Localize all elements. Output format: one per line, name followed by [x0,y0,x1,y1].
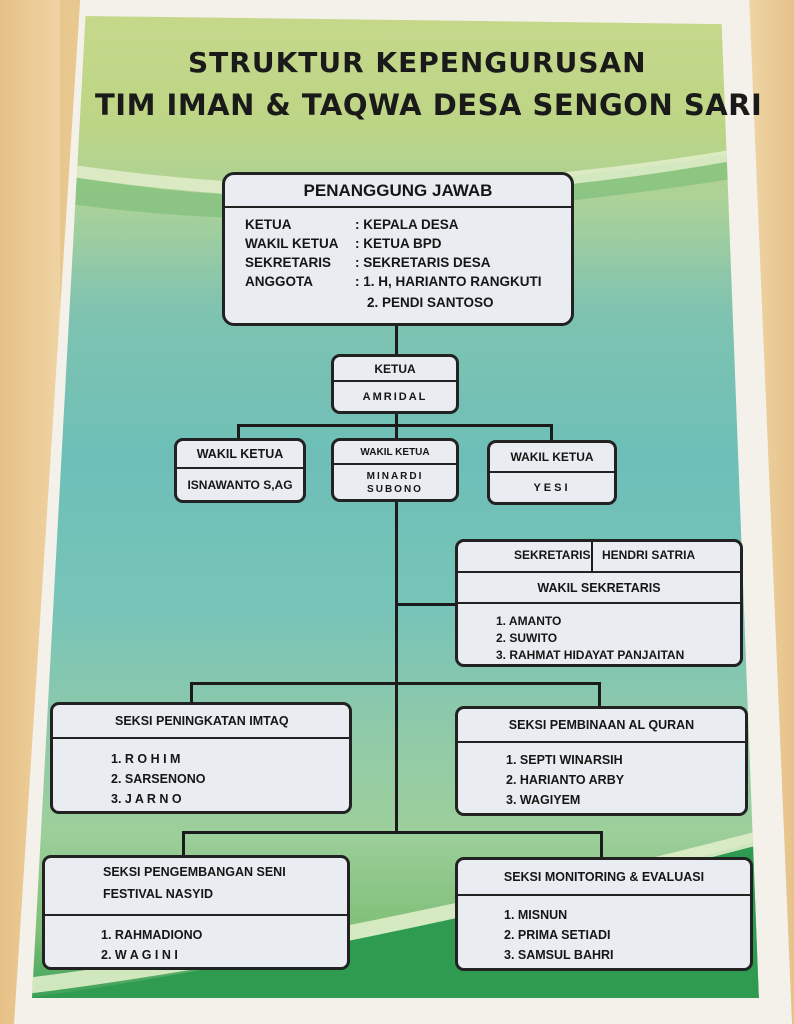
seksi-peningkatan-imtaq-box: SEKSI PENINGKATAN IMTAQ 1. R O H I M 2. … [50,702,352,814]
wakil-ketua-box-2: WAKIL KETUA MINARDI SUBONO [331,438,459,502]
wakil-sekretaris-header: WAKIL SEKRETARIS [458,573,740,604]
sekretaris-divider [591,542,593,571]
seksi-1-member-2: 2. SARSENONO [111,772,206,786]
seksi-3-member-2: 2. W A G I N I [101,948,178,962]
seksi-2-member-2: 2. HARIANTO ARBY [506,773,625,787]
pj-role-wakil-ketua: WAKIL KETUA [245,236,339,251]
pj-value-ketua: : KEPALA DESA [355,217,459,232]
sekretaris-header-row: SEKRETARIS HENDRI SATRIA [458,542,740,573]
seksi-1-member-1: 1. R O H I M [111,752,181,766]
seksi-2-header: SEKSI PEMBINAAN AL QURAN [458,709,745,743]
wakil-ketua-2-name: MINARDI [366,471,424,482]
seksi-3-member-1: 1. RAHMADIONO [101,928,203,942]
connector-ketua-down [395,412,398,834]
ketua-header: KETUA [334,357,456,382]
pj-role-ketua: KETUA [245,217,292,232]
wakil-ketua-3-header: WAKIL KETUA [490,443,614,473]
seksi-pengembangan-seni-box: SEKSI PENGEMBANGAN SENI FESTIVAL NASYID … [42,855,350,970]
ketua-box: KETUA AMRIDAL [331,354,459,414]
seksi-pembinaan-al-quran-box: SEKSI PEMBINAAN AL QURAN 1. SEPTI WINARS… [455,706,748,816]
wakil-sekretaris-member-3: 3. RAHMAT HIDAYAT PANJAITAN [496,648,685,662]
pj-value-anggota-1: : 1. H, HARIANTO RANGKUTI [355,274,542,289]
sekretaris-name: HENDRI SATRIA [602,548,696,562]
decorative-swoosh-top [31,148,759,220]
ketua-name: AMRIDAL [362,391,428,403]
connector-sekretaris [395,603,457,606]
wakil-sekretaris-member-2: 2. SUWITO [496,631,558,645]
wakil-ketua-box-1: WAKIL KETUA ISNAWANTO S,AG [174,438,306,503]
sekretaris-box: SEKRETARIS HENDRI SATRIA WAKIL SEKRETARI… [455,539,743,667]
connector-seksi-lower-right [600,831,603,859]
seksi-4-member-3: 3. SAMSUL BAHRI [504,948,614,962]
wakil-sekretaris-member-1: 1. AMANTO [496,614,562,628]
sekretaris-label: SEKRETARIS [514,548,591,562]
wakil-ketua-box-3: WAKIL KETUA YESI [487,440,617,505]
pj-value-sekretaris: : SEKRETARIS DESA [355,255,491,270]
pj-role-sekretaris: SEKRETARIS [245,255,332,270]
seksi-1-header: SEKSI PENINGKATAN IMTAQ [53,705,349,739]
connector-wakil-right [550,424,553,442]
connector-seksi-upper-horizontal [190,682,601,685]
connector-seksi-upper-right [598,682,601,708]
seksi-3-header-line2: FESTIVAL NASYID [103,887,213,901]
connector-wakil-horizontal [237,424,552,427]
wakil-ketua-2-name2: SUBONO [367,484,423,495]
seksi-4-member-1: 1. MISNUN [504,908,568,922]
poster-title-line2: TIM IMAN & TAQWA DESA SENGON SARI [95,88,763,122]
poster-title-line1: STRUKTUR KEPENGURUSAN [188,46,647,79]
wakil-ketua-2-header: WAKIL KETUA [334,441,456,465]
seksi-3-header: SEKSI PENGEMBANGAN SENI FESTIVAL NASYID [45,858,347,916]
connector-seksi-upper-left [190,682,193,704]
seksi-2-member-1: 1. SEPTI WINARSIH [506,753,623,767]
seksi-4-header: SEKSI MONITORING & EVALUASI [458,860,750,896]
wakil-ketua-1-name: ISNAWANTO S,AG [187,478,293,492]
connector-seksi-lower-horizontal [182,831,603,834]
seksi-4-member-2: 2. PRIMA SETIADI [504,928,611,942]
pj-role-anggota: ANGGOTA [245,274,313,289]
pj-value-anggota-2: 2. PENDI SANTOSO [367,295,494,310]
wakil-ketua-3-name: YESI [533,482,571,494]
seksi-2-member-3: 3. WAGIYEM [506,793,581,807]
seksi-3-header-line1: SEKSI PENGEMBANGAN SENI [103,865,286,879]
penanggung-jawab-header: PENANGGUNG JAWAB [225,175,571,208]
connector-seksi-lower-left [182,831,185,857]
seksi-monitoring-evaluasi-box: SEKSI MONITORING & EVALUASI 1. MISNUN 2.… [455,857,753,971]
seksi-1-member-3: 3. J A R N O [111,792,182,806]
connector-pj-ketua [395,325,398,357]
penanggung-jawab-box: PENANGGUNG JAWAB KETUA : KEPALA DESA WAK… [222,172,574,326]
wakil-ketua-1-header: WAKIL KETUA [177,441,303,469]
pj-value-wakil-ketua: : KETUA BPD [355,236,442,251]
connector-wakil-left [237,424,240,440]
